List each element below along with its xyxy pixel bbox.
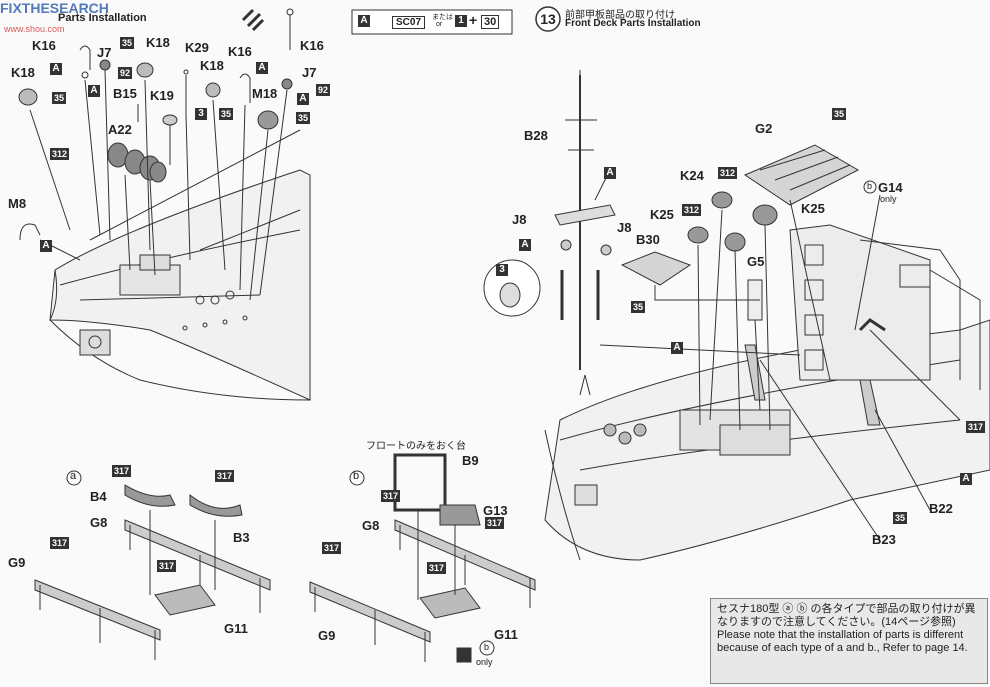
note-box: セスナ180型 ⓐ ⓑ の各タイプで部品の取り付けが異なりますので注意してくださ… [710, 598, 988, 684]
part-label: B9 [462, 453, 479, 468]
part-badge: 317 [485, 517, 505, 529]
box-3: 3 [195, 108, 207, 120]
combo-box-a: A [358, 15, 370, 27]
part-badge: 312 [682, 204, 702, 216]
part-badge: 317 [322, 542, 342, 554]
box-3: 3 [496, 264, 508, 276]
part-label: K25 [650, 207, 674, 222]
note-jp: セスナ180型 ⓐ ⓑ の各タイプで部品の取り付けが異なりますので注意してくださ… [717, 603, 976, 628]
watermark-url: www.shou.com [4, 24, 65, 34]
combo-plus: + [469, 12, 478, 28]
part-label: K25 [801, 201, 825, 216]
part-badge: 317 [215, 470, 235, 482]
part-label: K29 [185, 40, 209, 55]
part-label: M18 [252, 86, 278, 101]
part-badge: 312 [50, 148, 70, 160]
part-label: G8 [362, 518, 380, 533]
part-label: B22 [929, 501, 953, 516]
only-tag: b [867, 181, 873, 191]
combo-box-1: 1 [455, 15, 467, 27]
part-label: B23 [872, 532, 896, 547]
box-a: A [50, 63, 62, 75]
part-label: G9 [8, 555, 26, 570]
part-badge: 92 [118, 67, 133, 79]
part-label: K18 [200, 58, 224, 73]
watermark: FIXTHESEARCH [0, 0, 109, 16]
combo-or-en: or [436, 21, 443, 28]
part-label: G8 [90, 515, 108, 530]
part-label: G5 [747, 254, 765, 269]
part-label: B28 [524, 128, 548, 143]
left-step-title: Parts Installation [58, 12, 147, 24]
part-badge: 35 [832, 108, 847, 120]
part-label: B4 [90, 489, 107, 504]
combo-30: 30 [481, 15, 500, 29]
combo-or-jp: または [432, 14, 453, 21]
part-label: M8 [8, 196, 27, 211]
part-badge: 312 [718, 167, 738, 179]
part-label: G11 [494, 627, 518, 642]
part-label: G11 [224, 621, 248, 636]
part-badge: 317 [381, 490, 401, 502]
part-label: J7 [97, 45, 112, 60]
step-title-jp: 前部甲板部品の取り付け [565, 10, 675, 21]
step-title-en: Front Deck Parts Installation [565, 18, 701, 29]
box-a: A [40, 240, 52, 252]
combo-sc07: SC07 [392, 16, 426, 29]
part-label: K16 [32, 38, 56, 53]
box-a: A [960, 473, 972, 485]
part-badge: 317 [427, 562, 447, 574]
part-badge: 317 [50, 537, 70, 549]
part-label: G14 [878, 180, 903, 195]
part-badge: 317 [966, 421, 986, 433]
watermark-text: FIXTHESEARCH [0, 0, 109, 16]
part-badge: 35 [893, 512, 908, 524]
part-badge: 317 [112, 465, 132, 477]
part-label: J8 [512, 212, 527, 227]
part-label: G2 [755, 121, 773, 136]
part-label: G9 [318, 628, 336, 643]
part-badge: 35 [296, 112, 311, 124]
part-label: K19 [150, 88, 174, 103]
variant-caption: フロートのみをおく台 [366, 441, 466, 452]
note-en: Please note that the installation of par… [717, 629, 968, 654]
only-text: only [476, 657, 493, 667]
part-label: B30 [636, 232, 660, 247]
only-text: only [880, 194, 897, 204]
only-tag: b [484, 642, 490, 652]
part-label: J8 [617, 220, 632, 235]
part-label: K16 [228, 44, 252, 59]
part-label: G13 [483, 503, 508, 518]
part-label: K18 [146, 35, 170, 50]
part-label: K18 [11, 65, 35, 80]
variant-tag: a [70, 470, 77, 482]
part-badge: 92 [316, 84, 331, 96]
step-number: 13 [540, 11, 556, 27]
part-badge: 317 [157, 560, 177, 572]
part-badge: 35 [52, 92, 67, 104]
part-label: B3 [233, 530, 250, 545]
box-a: A [88, 85, 100, 97]
part-label: B15 [113, 86, 137, 101]
box-a: A [256, 62, 268, 74]
box-a: A [671, 342, 683, 354]
part-label: A22 [108, 122, 132, 137]
part-badge: 35 [120, 37, 135, 49]
part-label: J7 [302, 65, 317, 80]
variant-tag: b [353, 470, 360, 482]
box-a: A [297, 93, 309, 105]
box-a: A [604, 167, 616, 179]
part-label: K24 [680, 168, 704, 183]
part-badge: 35 [219, 108, 234, 120]
part-label: K16 [300, 38, 324, 53]
box-a: A [519, 239, 531, 251]
part-badge: 35 [631, 301, 646, 313]
